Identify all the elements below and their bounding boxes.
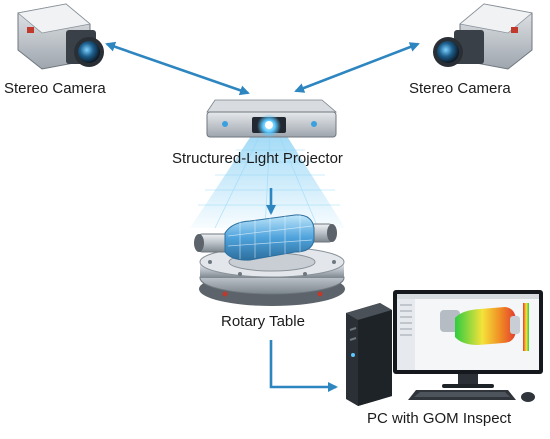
projector-icon	[206, 99, 338, 138]
label-stereo-camera-right: Stereo Camera	[409, 80, 511, 97]
arrow-left-camera-projector	[105, 41, 250, 96]
scanned-part	[194, 214, 337, 261]
arrow-right-camera-projector	[294, 42, 420, 93]
stereo-camera-icon	[17, 3, 104, 70]
rotary-table-icon	[199, 246, 345, 306]
pc-tower-icon	[346, 303, 392, 406]
light-grid-pattern	[198, 134, 340, 229]
mouse-icon	[521, 392, 535, 402]
deviation-heatmap	[440, 307, 520, 345]
stereo-camera-icon	[433, 3, 533, 70]
label-rotary-table: Rotary Table	[221, 313, 305, 330]
label-projector: Structured-Light Projector	[172, 150, 343, 167]
label-pc: PC with GOM Inspect	[367, 410, 512, 427]
arrow-table-pc	[269, 340, 338, 392]
data-flow-arrows	[105, 41, 420, 392]
monitor-icon	[393, 290, 543, 388]
keyboard-icon	[408, 390, 516, 400]
label-stereo-camera-left: Stereo Camera	[4, 80, 106, 97]
